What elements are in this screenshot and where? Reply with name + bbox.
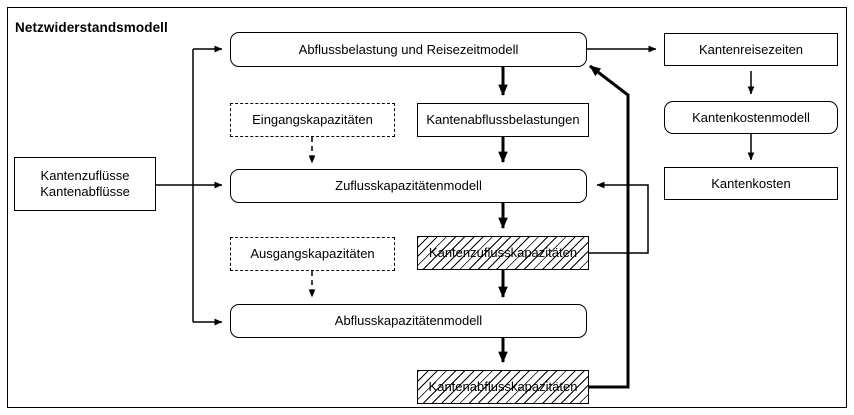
node-exit-capacities-label: Ausgangskapazitäten: [250, 246, 375, 262]
node-edge-cost-model-label: Kantenkostenmodell: [692, 109, 810, 125]
page-title: Netzwiderstandsmodell: [15, 20, 168, 35]
node-edge-cost-model[interactable]: Kantenkostenmodell: [664, 101, 838, 134]
node-edge-outflow-loads-label: Kantenabflussbelastungen: [426, 112, 580, 128]
node-inflow-capacity-model[interactable]: Zuflusskapazitätenmodell: [230, 169, 587, 203]
node-edge-outflow-capacities[interactable]: Kantenabflusskapazitäten: [417, 370, 589, 404]
node-input-flows-line1: Kantenzuflüsse: [40, 168, 130, 184]
node-edge-costs[interactable]: Kantenkosten: [664, 167, 838, 200]
node-edge-outflow-capacities-label: Kantenabflusskapazitäten: [428, 379, 578, 395]
node-entry-capacities-label: Eingangskapazitäten: [252, 112, 373, 128]
node-edge-travel-times[interactable]: Kantenreisezeiten: [664, 33, 838, 66]
node-entry-capacities[interactable]: Eingangskapazitäten: [230, 103, 395, 137]
node-input-flows-label: Kantenzuflüsse Kantenabflüsse: [40, 168, 130, 200]
node-outflow-capacity-model-label: Abflusskapazitätenmodell: [334, 313, 483, 329]
node-exit-capacities[interactable]: Ausgangskapazitäten: [230, 237, 395, 271]
node-load-traveltime-model-label: Abflussbelastung und Reisezeitmodell: [298, 41, 519, 57]
node-input-flows-line2: Kantenabflüsse: [40, 184, 130, 199]
node-edge-inflow-capacities-label: Kantenzuflusskapazitäten: [428, 245, 578, 261]
node-edge-inflow-capacities[interactable]: Kantenzuflusskapazitäten: [417, 236, 589, 270]
edge-feedback-outflowcapacities-to-loadmodel: [589, 64, 630, 389]
node-edge-outflow-loads[interactable]: Kantenabflussbelastungen: [417, 103, 589, 137]
node-input-flows[interactable]: Kantenzuflüsse Kantenabflüsse: [14, 157, 156, 211]
node-edge-travel-times-label: Kantenreisezeiten: [698, 41, 804, 57]
model-boundary-frame: [7, 7, 847, 408]
node-load-traveltime-model[interactable]: Abflussbelastung und Reisezeitmodell: [230, 32, 587, 67]
node-inflow-capacity-model-label: Zuflusskapazitätenmodell: [335, 178, 482, 194]
node-outflow-capacity-model[interactable]: Abflusskapazitätenmodell: [230, 304, 587, 338]
node-edge-costs-label: Kantenkosten: [711, 175, 791, 191]
edge-feedback-inflowcapacities-to-inflowmodel: [589, 181, 649, 254]
